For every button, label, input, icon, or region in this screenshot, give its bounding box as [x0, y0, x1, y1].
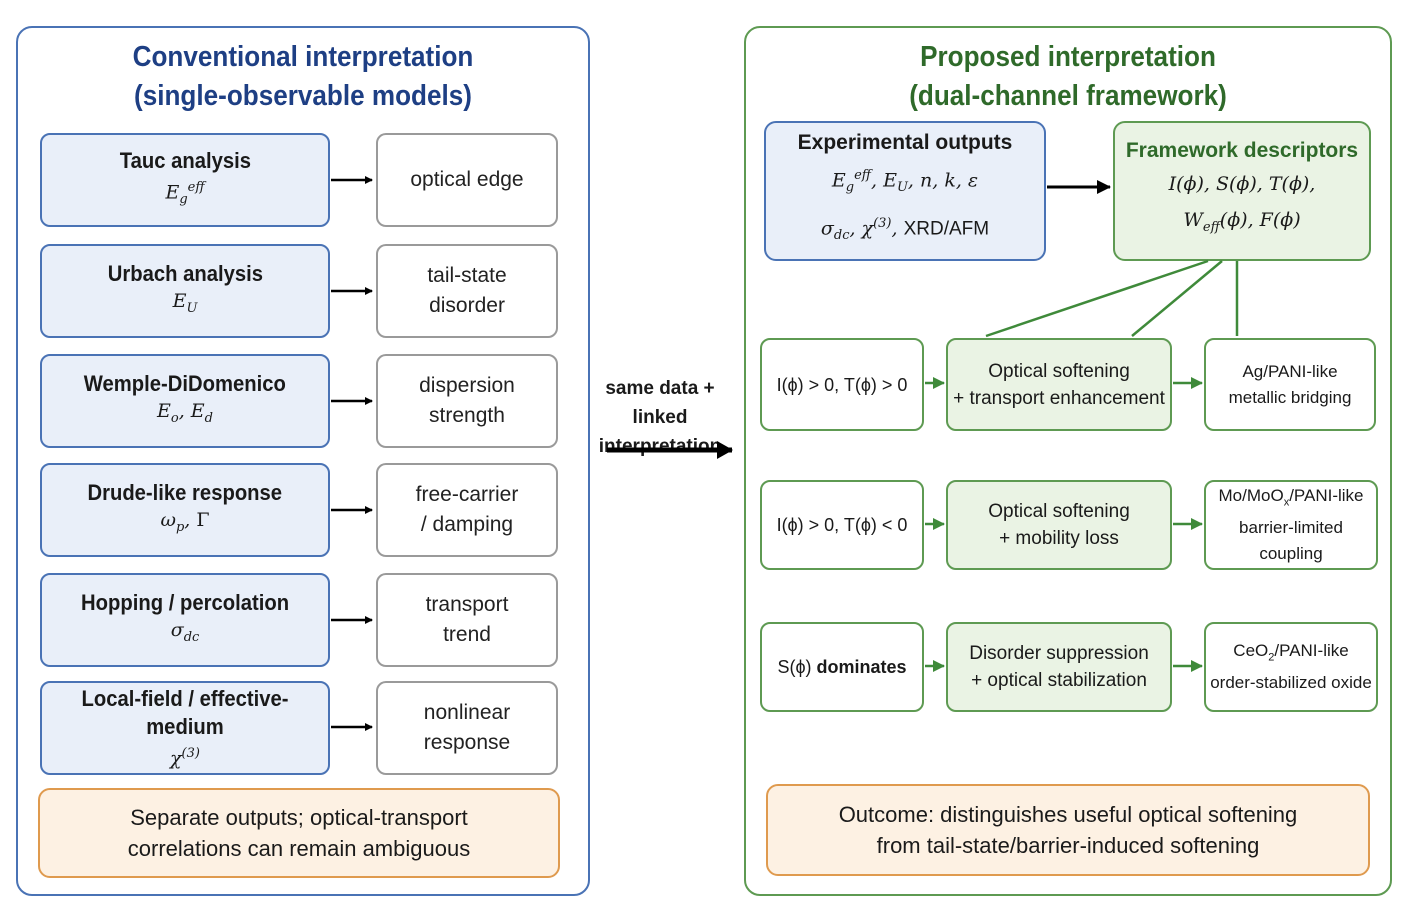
condition-text: S(ϕ) dominates [777, 657, 907, 677]
left-summary-note: Separate outputs; optical-transport corr… [38, 788, 560, 878]
result-line: barrier-limited coupling [1239, 518, 1343, 564]
method-box-drude: Drude-like response ωp, Γ [40, 463, 330, 557]
outcome-note: Outcome: distinguishes useful optical so… [766, 784, 1370, 876]
transition-label-line1: same data + [605, 378, 715, 399]
experimental-heading: Experimental outputs [797, 130, 1013, 154]
output-text: tail-state [427, 264, 507, 287]
output-text: transport [425, 593, 509, 616]
mechanism-line: + mobility loss [999, 528, 1119, 549]
result-box-row2: Mo/MoOx/PANI-like barrier-limited coupli… [1204, 480, 1378, 570]
result-box-row1: Ag/PANI-like metallic bridging [1204, 338, 1376, 431]
result-line: Ag/PANI-like [1242, 361, 1338, 381]
mechanism-line: Optical softening [988, 501, 1130, 522]
experimental-line1: Egeff, EU, n, k, ε [831, 167, 979, 195]
output-text: free-carrier [415, 483, 519, 506]
output-text: nonlinear [423, 701, 511, 724]
left-panel-title-line2: (single-observable models) [134, 80, 472, 112]
result-line: Mo/MoOx/PANI-like [1218, 485, 1364, 509]
method-symbol: EU [172, 290, 198, 316]
experimental-line2: σdc, χ(3), XRD/AFM [820, 216, 990, 244]
output-text: response [423, 731, 511, 754]
mechanism-line: + optical stabilization [971, 670, 1147, 691]
condition-box-row1: I(ϕ) > 0, T(ϕ) > 0 [760, 338, 924, 431]
outcome-line: Outcome: distinguishes useful optical so… [838, 802, 1298, 827]
method-box-tauc: Tauc analysis Egeff [40, 133, 330, 227]
experimental-outputs-box: Experimental outputs Egeff, EU, n, k, ε … [764, 121, 1046, 261]
output-text: disorder [429, 294, 505, 317]
output-text: / damping [420, 513, 514, 536]
mechanism-line: Disorder suppression [969, 643, 1149, 664]
method-symbol: σdc [170, 619, 200, 645]
method-box-hopping: Hopping / percolation σdc [40, 573, 330, 667]
method-box-local-field: Local-field / effective-medium χ(3) [40, 681, 330, 775]
method-name: Tauc analysis [119, 147, 251, 173]
condition-box-row3: S(ϕ) dominates [760, 622, 924, 712]
result-line: order-stabilized oxide [1210, 673, 1372, 693]
connector-framework-row1b [1131, 260, 1223, 337]
method-symbol: ωp, Γ [160, 509, 210, 535]
output-box-tail-state: tail-state disorder [376, 244, 558, 338]
right-panel-title-line1: Proposed interpretation [920, 41, 1216, 73]
left-panel-title-line1: Conventional interpretation [132, 41, 474, 73]
output-text: optical edge [410, 168, 524, 191]
result-line: metallic bridging [1228, 387, 1352, 407]
outcome-line: from tail-state/barrier-induced softenin… [876, 833, 1260, 858]
output-box-transport: transport trend [376, 573, 558, 667]
mechanism-box-row3: Disorder suppression + optical stabiliza… [946, 622, 1172, 712]
method-name: Hopping / percolation [80, 590, 290, 616]
output-box-nonlinear: nonlinear response [376, 681, 558, 775]
output-box-optical-edge: optical edge [376, 133, 558, 227]
output-box-dispersion: dispersion strength [376, 354, 558, 448]
method-box-urbach: Urbach analysis EU [40, 244, 330, 338]
note-line: correlations can remain ambiguous [127, 836, 471, 861]
method-symbol: Eo, Ed [157, 400, 213, 426]
condition-box-row2: I(ϕ) > 0, T(ϕ) < 0 [760, 480, 924, 570]
result-box-row3: CeO2/PANI-like order-stabilized oxide [1204, 622, 1378, 712]
output-box-free-carrier: free-carrier / damping [376, 463, 558, 557]
condition-text: I(ϕ) > 0, T(ϕ) > 0 [776, 374, 908, 395]
connector-framework-row1a [985, 259, 1209, 338]
method-name: Urbach analysis [107, 261, 263, 287]
method-symbol: Egeff [165, 179, 205, 208]
transition-label: same data + linked interpretation [572, 374, 748, 461]
method-symbol: χ(3) [170, 745, 200, 770]
method-name: Wemple-DiDomenico [83, 371, 287, 397]
method-name: Drude-like response [87, 480, 283, 506]
mechanism-line: + transport enhancement [953, 387, 1165, 409]
framework-line1: I(ϕ), S(ϕ), T(ϕ), [1168, 173, 1316, 196]
output-text: dispersion [419, 374, 515, 397]
dominates-keyword: dominates [816, 657, 907, 677]
note-line: Separate outputs; optical-transport [130, 805, 468, 830]
right-panel-title-line2: (dual-channel framework) [909, 80, 1227, 112]
framework-heading: Framework descriptors [1125, 139, 1359, 163]
output-text: trend [443, 623, 491, 646]
result-line: CeO2/PANI-like [1233, 640, 1349, 664]
framework-descriptors-box: Framework descriptors I(ϕ), S(ϕ), T(ϕ), … [1113, 121, 1371, 261]
method-box-wemple: Wemple-DiDomenico Eo, Ed [40, 354, 330, 448]
method-name: Local-field / effective-medium [81, 685, 289, 739]
condition-text: I(ϕ) > 0, T(ϕ) < 0 [776, 515, 908, 535]
mechanism-box-row1: Optical softening + transport enhancemen… [946, 338, 1172, 431]
framework-line2: Weff(ϕ), F(ϕ) [1183, 209, 1301, 235]
mechanism-box-row2: Optical softening + mobility loss [946, 480, 1172, 570]
output-text: strength [429, 404, 505, 427]
mechanism-line: Optical softening [988, 360, 1130, 382]
